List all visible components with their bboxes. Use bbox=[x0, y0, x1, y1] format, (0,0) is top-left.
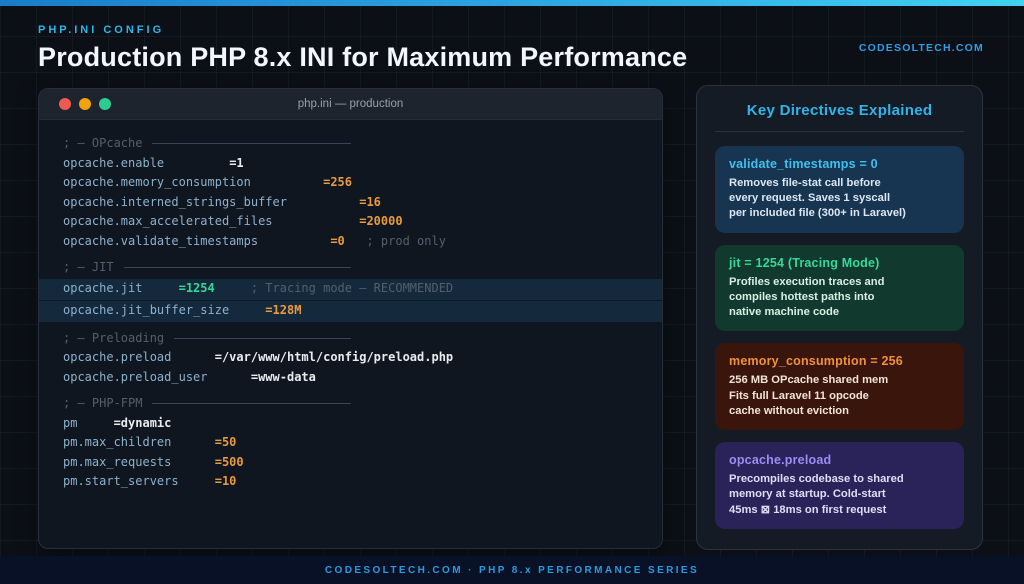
code-directive-line: opcache.jit =1254 ; Tracing mode — RECOM… bbox=[39, 278, 662, 300]
top-accent-bar bbox=[0, 0, 1024, 6]
footer-text: CODESOLTECH.COM · PHP 8.x PERFORMANCE SE… bbox=[324, 564, 700, 576]
zoom-icon[interactable] bbox=[99, 98, 111, 110]
window-titlebar: php.ini — production bbox=[39, 89, 662, 120]
code-directive-line: opcache.validate_timestamps =0 ; prod on… bbox=[39, 232, 662, 252]
comment-text: ; — PHP-FPM bbox=[63, 396, 143, 410]
directive-card: memory_consumption = 256 256 MB OPcache s… bbox=[715, 343, 964, 431]
directive-value: =0 bbox=[330, 233, 345, 248]
directive-value: =128M bbox=[265, 303, 302, 318]
card-body: 256 MB OPcache shared mem Fits full Lara… bbox=[729, 374, 889, 417]
directive-key: opcache.jit_buffer_size bbox=[63, 303, 230, 318]
footer-bar: CODESOLTECH.COM · PHP 8.x PERFORMANCE SE… bbox=[0, 556, 1024, 584]
spacer bbox=[171, 348, 214, 368]
code-directive-line: opcache.interned_strings_buffer =16 bbox=[39, 193, 662, 213]
spacer bbox=[179, 472, 215, 492]
directive-key: pm.start_servers bbox=[63, 474, 179, 488]
directive-key: opcache.max_accelerated_files bbox=[63, 214, 273, 228]
eyebrow-label: PHP.INI CONFIG bbox=[38, 24, 165, 36]
section-rule bbox=[152, 403, 351, 405]
code-directive-line: pm.max_children =50 bbox=[39, 433, 662, 453]
card-body: Removes file-stat call before every requ… bbox=[729, 177, 906, 220]
directive-value: =www-data bbox=[250, 369, 316, 384]
main-content: php.ini — production ; — OPcache opcache.… bbox=[38, 85, 983, 553]
directive-key: opcache.preload bbox=[63, 350, 172, 364]
spacer bbox=[273, 212, 360, 232]
code-section-comment: ; — JIT bbox=[39, 258, 375, 278]
directive-key: opcache.interned_strings_buffer bbox=[63, 194, 287, 209]
code-section-comment: ; — OPcache bbox=[39, 134, 375, 154]
directive-card: validate_timestamps = 0 Removes file-stat… bbox=[715, 146, 964, 233]
directive-value: =500 bbox=[214, 454, 244, 469]
directive-key: opcache.validate_timestamps bbox=[63, 233, 259, 248]
brand-text: CODESOLTECH.COM bbox=[858, 42, 984, 54]
directive-key: pm.max_children bbox=[63, 435, 172, 449]
directive-key: opcache.preload_user bbox=[63, 369, 208, 384]
card-title: memory_consumption = 256 bbox=[729, 354, 903, 369]
section-rule bbox=[174, 337, 351, 339]
spacer bbox=[345, 232, 367, 252]
directive-key: pm.max_requests bbox=[63, 454, 172, 469]
spacer bbox=[164, 154, 229, 174]
directive-card: jit = 1254 (Tracing Mode) Profiles execut… bbox=[715, 244, 964, 332]
spacer bbox=[229, 301, 265, 321]
code-directive-line: pm =dynamic bbox=[39, 414, 662, 434]
inline-comment: ; prod only bbox=[366, 233, 446, 248]
code-directive-line: opcache.memory_consumption =256 bbox=[39, 173, 662, 193]
minimize-icon[interactable] bbox=[79, 98, 91, 110]
directive-value: =20000 bbox=[359, 214, 403, 228]
directive-value: =dynamic bbox=[113, 415, 172, 430]
window-controls bbox=[59, 98, 111, 110]
card-title: jit = 1254 (Tracing Mode) bbox=[729, 255, 880, 270]
spacer bbox=[171, 453, 214, 473]
page-header: PHP.INI CONFIG Production PHP 8.x INI fo… bbox=[38, 24, 687, 73]
code-directive-line: opcache.enable =1 bbox=[39, 154, 662, 174]
section-rule bbox=[152, 143, 351, 145]
comment-text: ; — JIT bbox=[63, 260, 114, 274]
code-directive-line: opcache.max_accelerated_files =20000 bbox=[39, 212, 662, 232]
spacer bbox=[215, 279, 251, 299]
directive-value: =16 bbox=[359, 194, 381, 209]
code-section-comment: ; — Preloading bbox=[39, 329, 375, 349]
directive-key: opcache.jit bbox=[63, 281, 143, 296]
code-directive-line: opcache.jit_buffer_size =128M bbox=[39, 300, 662, 322]
code-directive-line: pm.max_requests =500 bbox=[39, 453, 662, 473]
directive-value: =50 bbox=[214, 435, 237, 449]
spacer bbox=[171, 433, 214, 453]
comment-text: ; — OPcache bbox=[63, 136, 143, 150]
card-title: opcache.preload bbox=[729, 453, 832, 468]
card-title: validate_timestamps = 0 bbox=[729, 157, 878, 171]
directive-cards: validate_timestamps = 0 Removes file-stat… bbox=[715, 146, 964, 529]
directive-value: =256 bbox=[323, 175, 352, 189]
card-body: Profiles execution traces and compiles h… bbox=[729, 275, 885, 319]
directive-value: =10 bbox=[214, 474, 237, 488]
close-icon[interactable] bbox=[59, 98, 71, 110]
spacer bbox=[287, 193, 359, 213]
code-directive-line: opcache.preload =/var/www/html/config/pr… bbox=[39, 348, 662, 368]
spacer bbox=[251, 173, 323, 193]
directive-key: opcache.enable bbox=[63, 155, 165, 170]
page-title: Production PHP 8.x INI for Maximum Perfo… bbox=[38, 42, 688, 72]
directive-key: pm bbox=[63, 415, 78, 430]
code-editor-window: php.ini — production ; — OPcache opcache.… bbox=[38, 88, 663, 549]
code-section-comment: ; — PHP-FPM bbox=[39, 394, 375, 414]
code-directive-line: opcache.preload_user =www-data bbox=[39, 368, 662, 388]
section-rule bbox=[123, 267, 351, 269]
directives-panel: Key Directives Explained validate_timest… bbox=[696, 85, 983, 550]
comment-text: ; — Preloading bbox=[63, 330, 165, 345]
spacer bbox=[142, 279, 178, 299]
directive-value: =/var/www/html/config/preload.php bbox=[214, 350, 454, 364]
directive-value: =1254 bbox=[178, 281, 215, 296]
spacer bbox=[77, 414, 113, 434]
code-directive-line: pm.start_servers =10 bbox=[39, 472, 662, 492]
directive-key: opcache.memory_consumption bbox=[63, 175, 251, 189]
spacer bbox=[258, 232, 330, 252]
inline-comment: ; Tracing mode — RECOMMENDED bbox=[250, 281, 454, 296]
panel-title: Key Directives Explained bbox=[715, 102, 964, 132]
window-title: php.ini — production bbox=[297, 98, 404, 110]
card-body: Precompiles codebase to shared memory at… bbox=[729, 473, 904, 516]
spacer bbox=[208, 368, 251, 388]
directive-value: =1 bbox=[229, 155, 244, 170]
